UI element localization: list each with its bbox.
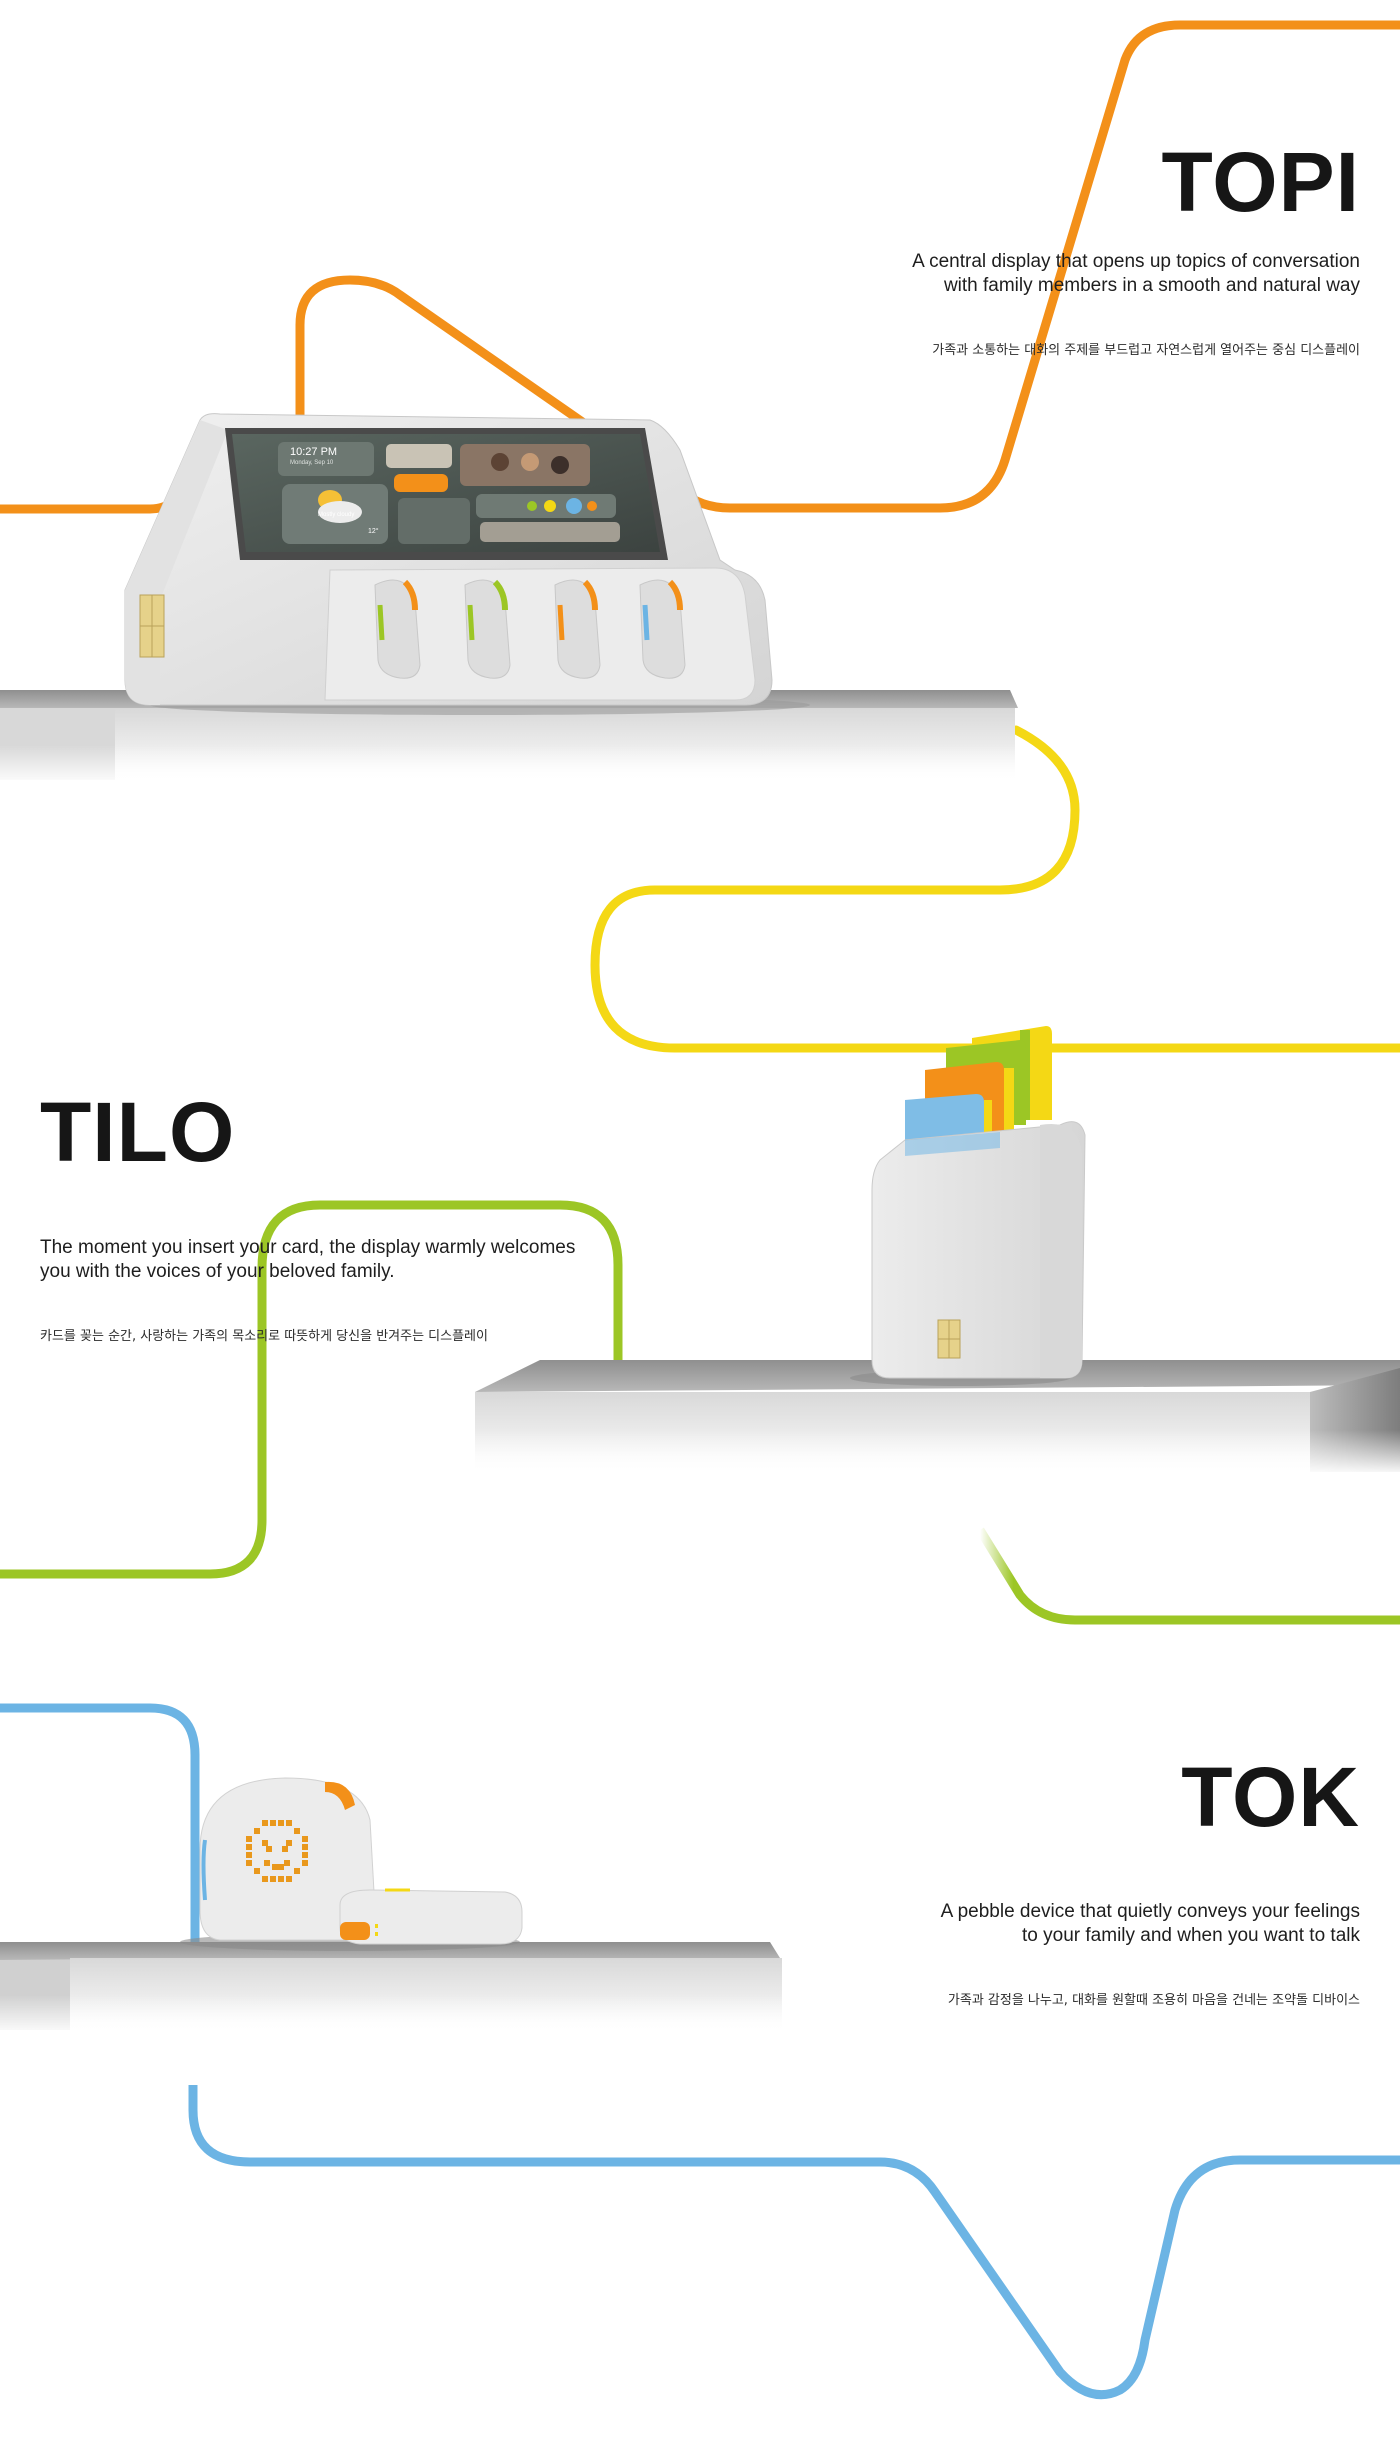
topi-screen-time: 10:27 PM bbox=[290, 446, 338, 458]
topi-slots bbox=[374, 579, 686, 679]
blue-line bbox=[0, 1703, 200, 1945]
tilo-title: TILO bbox=[40, 1085, 236, 1179]
topi-description-en-line1: A central display that opens up topics o… bbox=[912, 251, 1360, 272]
topi-screen-weather: Mostly cloudy bbox=[318, 512, 355, 518]
pedestal-topi bbox=[0, 690, 1020, 785]
topi-description-en-line2: with family members in a smooth and natu… bbox=[943, 275, 1360, 296]
tok-description-en-line2: to your family and when you want to talk bbox=[1022, 1925, 1360, 1946]
tok-description-ko: 가족과 감정을 나누고, 대화를 원할때 조용히 마음을 건네는 조약돌 디바이… bbox=[947, 1993, 1360, 2008]
topi-screen-temp: 12° bbox=[368, 528, 379, 535]
tilo-description-en-line1: The moment you insert your card, the dis… bbox=[40, 1237, 576, 1258]
topi-title: TOPI bbox=[1161, 135, 1360, 229]
topi-screen-date: Monday, Sep 10 bbox=[290, 460, 334, 466]
tilo-description-en-line2: you with the voices of your beloved fami… bbox=[40, 1261, 395, 1282]
orange-line-main bbox=[295, 20, 1400, 513]
pedestal-tok bbox=[0, 1942, 790, 2035]
smiley-icon bbox=[246, 1820, 308, 1882]
green-line-lower bbox=[976, 1527, 1400, 1625]
yellow-line bbox=[590, 725, 1400, 1053]
tok-title: TOK bbox=[1181, 1750, 1360, 1844]
green-line bbox=[0, 1200, 623, 1579]
tilo-description-ko: 카드를 꽂는 순간, 사랑하는 가족의 목소리로 따뜻하게 당신을 반겨주는 디… bbox=[40, 1329, 488, 1344]
tok-description-en-line1: A pebble device that quietly conveys you… bbox=[940, 1901, 1360, 1922]
topi-description-ko: 가족과 소통하는 대화의 주제를 부드럽고 자연스럽게 열어주는 중심 디스플레… bbox=[932, 343, 1360, 358]
blue-line-lower bbox=[188, 2085, 1400, 2400]
